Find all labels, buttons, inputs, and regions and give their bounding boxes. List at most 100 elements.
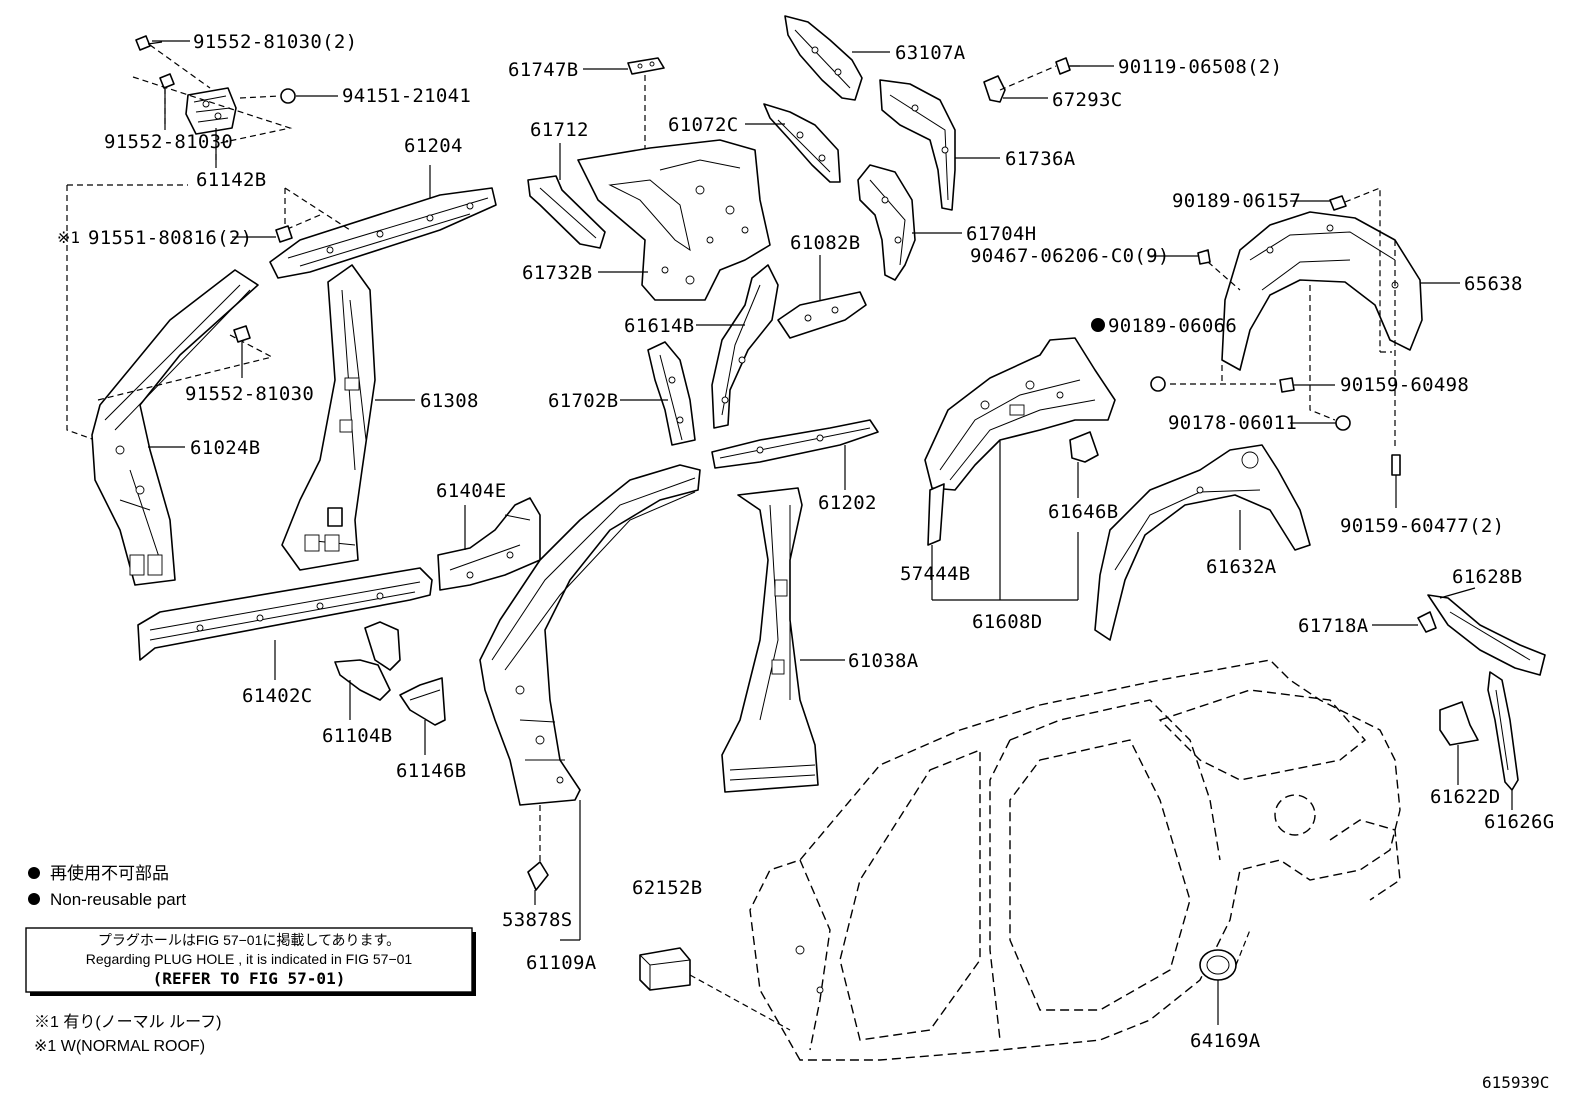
part-61747B-drawing	[627, 57, 665, 75]
label-61104B: 61104B	[322, 725, 392, 747]
nut-90467-06206-icon	[1197, 249, 1211, 265]
part-61622D-drawing	[1439, 701, 1479, 746]
label-61736A: 61736A	[1005, 148, 1076, 170]
bolt-90119-06508-icon	[1055, 57, 1071, 75]
label-61626G: 61626G	[1484, 811, 1554, 833]
label-61404E: 61404E	[436, 480, 506, 502]
grommet-94151-21041-icon	[280, 88, 296, 104]
part-61038A-drawing	[721, 487, 819, 793]
plug-hole-note: プラグホールはFIG 57−01に掲載してあります。 Regarding PLU…	[25, 927, 476, 996]
label-90467-06206: 90467-06206-C0(9)	[970, 245, 1170, 267]
clip-90159-60498-icon	[1279, 377, 1295, 393]
footnote-en: ※1 W(NORMAL ROOF)	[34, 1038, 205, 1055]
part-61142B-drawing	[185, 87, 237, 135]
label-90189-06066: 90189-06066	[1108, 315, 1237, 337]
part-57444B-drawing	[927, 483, 945, 546]
label-61702B: 61702B	[548, 390, 618, 412]
label-61718A: 61718A	[1298, 615, 1369, 637]
part-61204-drawing	[269, 187, 497, 279]
label-63107A: 63107A	[895, 42, 966, 64]
screw-90159-60477-icon	[1391, 454, 1401, 476]
part-61404E-drawing	[437, 497, 541, 591]
label-61628B: 61628B	[1452, 566, 1522, 588]
label-61024B: 61024B	[190, 437, 260, 459]
bolt-91551-80816-icon	[275, 225, 293, 243]
part-61626G-drawing	[1487, 671, 1519, 791]
part-61608D-drawing	[924, 337, 1116, 491]
part-61712-drawing	[527, 175, 606, 249]
part-61146B-drawing	[399, 677, 446, 726]
part-61702B-drawing	[647, 341, 696, 446]
bolt-icon	[159, 73, 175, 89]
label-90159-60477: 90159-60477(2)	[1340, 515, 1504, 537]
label-94151-21041: 94151-21041	[342, 85, 471, 107]
clip-90189-06066-icon	[1150, 376, 1166, 392]
label-61632A: 61632A	[1206, 556, 1277, 578]
label-61202: 61202	[818, 492, 877, 514]
part-61736A-drawing	[879, 79, 956, 211]
label-61109A: 61109A	[526, 952, 597, 974]
part-61628B-drawing	[1427, 594, 1546, 676]
legend-bullet-jp-icon	[28, 867, 40, 879]
legend-bullet-en-icon	[28, 893, 40, 905]
part-63107A-drawing	[784, 15, 863, 101]
label-67293C: 67293C	[1052, 89, 1122, 111]
part-53878S-drawing	[527, 861, 549, 891]
label-91551-80816: 91551-80816(2)	[88, 227, 252, 249]
label-61704H: 61704H	[966, 223, 1036, 245]
label-90159-60498: 90159-60498	[1340, 374, 1469, 396]
part-61402C-drawing	[137, 567, 433, 661]
part-61614B-drawing	[711, 264, 779, 429]
label-61142B: 61142B	[196, 169, 266, 191]
part-62152B-drawing	[639, 947, 691, 991]
label-61082B: 61082B	[790, 232, 860, 254]
screw-90189-06157-icon	[1329, 195, 1347, 211]
label-61308: 61308	[420, 390, 479, 412]
part-61632A-drawing	[1094, 444, 1311, 641]
footnote-jp: ※1 有り(ノーマル ルーフ)	[34, 1013, 222, 1031]
label-61712: 61712	[530, 119, 589, 141]
part-61646B-drawing	[1069, 431, 1099, 463]
label-57444B: 57444B	[900, 563, 970, 585]
part-labels: 91552-81030(2) 94151-21041 91552-81030 6…	[57, 31, 1554, 1052]
label-61204: 61204	[404, 135, 463, 157]
label-61608D: 61608D	[972, 611, 1042, 633]
part-61308-drawing	[281, 264, 376, 571]
label-61622D: 61622D	[1430, 786, 1500, 808]
part-61732B-drawing	[577, 139, 771, 301]
label-mark-1: ※1	[57, 228, 80, 247]
part-61072C-drawing	[763, 103, 841, 183]
part-61704H-drawing	[857, 164, 916, 281]
leader-lines	[148, 40, 1513, 1025]
label-90189-06157: 90189-06157	[1172, 190, 1301, 212]
label-91552-81030-a: 91552-81030	[104, 131, 233, 153]
label-64169A: 64169A	[1190, 1030, 1261, 1052]
label-53878S: 53878S	[502, 909, 572, 931]
legend: 再使用不可部品 Non-reusable part	[28, 863, 186, 909]
part-61718A-drawing	[1417, 611, 1437, 633]
part-61109A-drawing	[479, 464, 701, 806]
bolt-91552-81030-b-icon	[233, 325, 251, 343]
label-61646B: 61646B	[1048, 501, 1118, 523]
label-61747B: 61747B	[508, 59, 578, 81]
legend-jp: 再使用不可部品	[50, 863, 169, 883]
part-61024B-drawing	[91, 269, 259, 586]
part-67293C-drawing	[983, 75, 1006, 103]
note-en: Regarding PLUG HOLE , it is indicated in…	[86, 951, 413, 967]
part-61104B-drawing	[334, 621, 401, 701]
label-61072C: 61072C	[668, 114, 738, 136]
label-91552-81030-2: 91552-81030(2)	[193, 31, 357, 53]
label-61614B: 61614B	[624, 315, 694, 337]
label-61038A: 61038A	[848, 650, 919, 672]
legend-en: Non-reusable part	[50, 890, 186, 909]
part-61082B-drawing	[777, 291, 867, 339]
bolt-91552-81030-icon	[135, 35, 163, 51]
label-90119-06508: 90119-06508(2)	[1118, 56, 1282, 78]
diagram-id: 615939C	[1482, 1073, 1549, 1092]
label-61402C: 61402C	[242, 685, 312, 707]
note-jp: プラグホールはFIG 57−01に掲載してあります。	[98, 932, 400, 948]
label-62152B: 62152B	[632, 877, 702, 899]
label-61146B: 61146B	[396, 760, 466, 782]
label-61732B: 61732B	[522, 262, 592, 284]
